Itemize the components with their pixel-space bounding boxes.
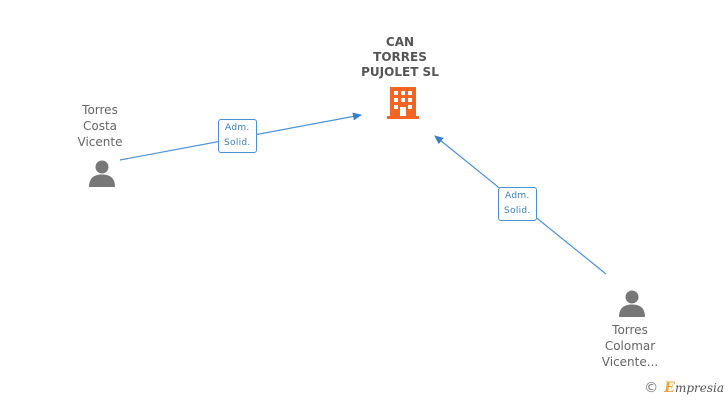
brand-rest: mpresia [674,381,724,395]
brand-logo: Empresia [664,380,724,396]
brand-initial: E [664,380,675,396]
relation-badge-line: Adm. [225,123,250,133]
person-2-name-line: Vicente... [601,355,659,369]
person-icon[interactable] [87,158,117,188]
person-1-name-line: Costa [82,119,118,133]
company-name-line: PUJOLET SL [361,65,439,79]
copyright-symbol: © [644,380,659,396]
relation-badge-2[interactable]: Adm. Solid. [498,187,537,221]
person-1-name-line: Torres [82,103,118,117]
person-1-name[interactable]: Torres Costa Vicente [60,102,140,150]
company-name-line: TORRES [373,50,427,64]
empresia-watermark[interactable]: © Empresia [644,380,724,396]
company-name[interactable]: CAN TORRES PUJOLET SL [350,35,450,80]
person-icon[interactable] [617,288,647,318]
person-2-name-line: Colomar [604,339,656,353]
relation-badge-1[interactable]: Adm. Solid. [218,119,257,153]
relation-badge-line: Solid. [504,206,531,216]
relation-badge-line: Adm. [505,191,530,201]
company-name-line: CAN [385,35,415,49]
relation-badge-line: Solid. [224,138,251,148]
person-1-name-line: Vicente [77,135,123,149]
person-2-name-line: Torres [612,323,648,337]
person-2-name[interactable]: Torres Colomar Vicente... [590,322,670,370]
building-icon[interactable] [387,85,419,121]
